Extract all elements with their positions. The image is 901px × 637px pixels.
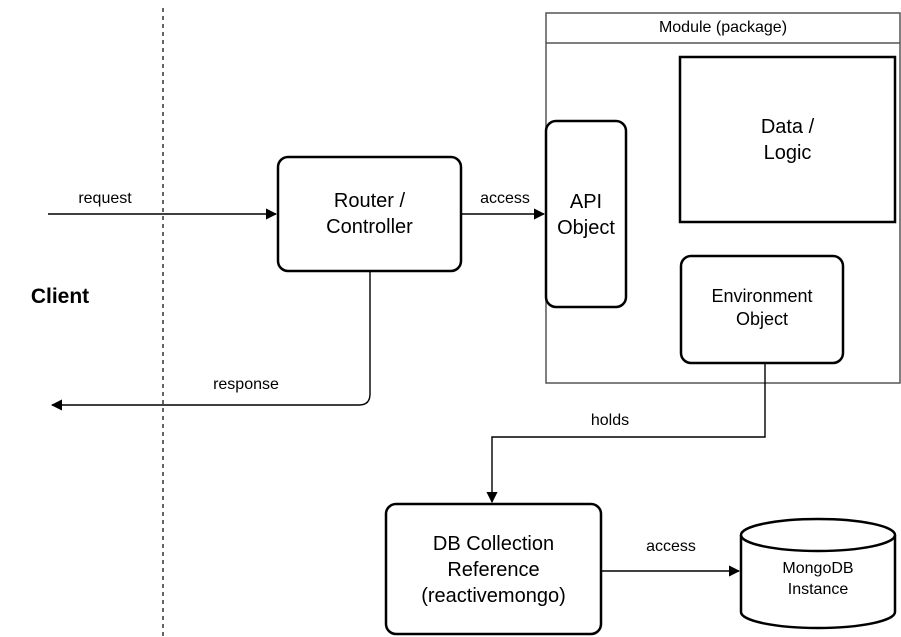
client-label: Client xyxy=(30,285,90,309)
mongodb-cylinder xyxy=(739,517,897,630)
response-label: response xyxy=(213,375,279,393)
api-object-label: API Object xyxy=(557,191,615,239)
environment-object-box xyxy=(679,254,845,365)
module-title: Module (package) xyxy=(658,18,788,36)
access-db-label: access xyxy=(646,537,696,555)
mongodb-label: MongoDB Instance xyxy=(782,560,854,598)
holds-label: holds xyxy=(590,411,630,429)
data-logic-label: Data / Logic xyxy=(760,116,815,164)
response-arrow xyxy=(50,271,371,411)
environment-object-label: Environment Object xyxy=(711,285,813,329)
api-object-box xyxy=(544,119,628,309)
holds-arrow xyxy=(486,363,766,504)
request-label: request xyxy=(78,189,132,207)
db-collection-label: DB Collection Reference (reactivemongo) xyxy=(421,533,566,607)
data-logic-box xyxy=(678,55,897,224)
db-collection-box xyxy=(384,502,603,636)
router-controller-label: Router / Controller xyxy=(326,190,413,238)
access-api-label: access xyxy=(480,189,530,207)
